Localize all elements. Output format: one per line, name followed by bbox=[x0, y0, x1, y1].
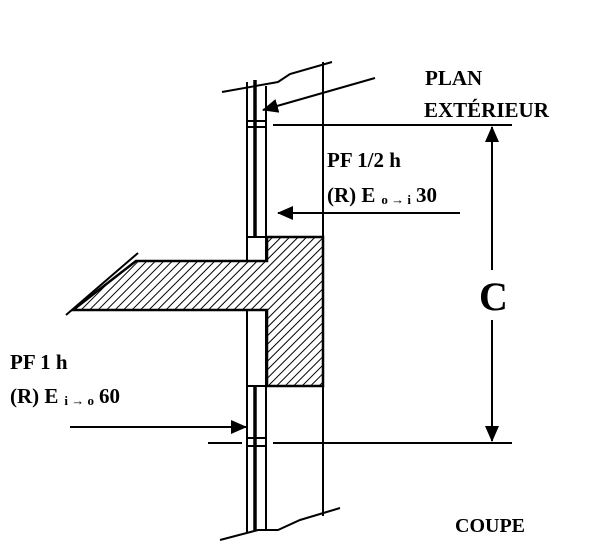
bottom-break-line bbox=[219, 507, 341, 541]
dimension-c-label: C bbox=[479, 274, 508, 319]
plan-exterieur-arrow bbox=[262, 77, 376, 113]
plan-label: PLAN bbox=[425, 66, 482, 90]
view-title: COUPE bbox=[455, 515, 525, 537]
concrete-slab bbox=[69, 235, 325, 388]
lower-rating-title: PF 1 h bbox=[10, 350, 68, 374]
top-break-line bbox=[221, 61, 333, 93]
exterieur-label: EXTÉRIEUR bbox=[424, 98, 550, 122]
upper-rating-title: PF 1/2 h bbox=[327, 148, 401, 172]
slab-break-line bbox=[65, 252, 139, 316]
